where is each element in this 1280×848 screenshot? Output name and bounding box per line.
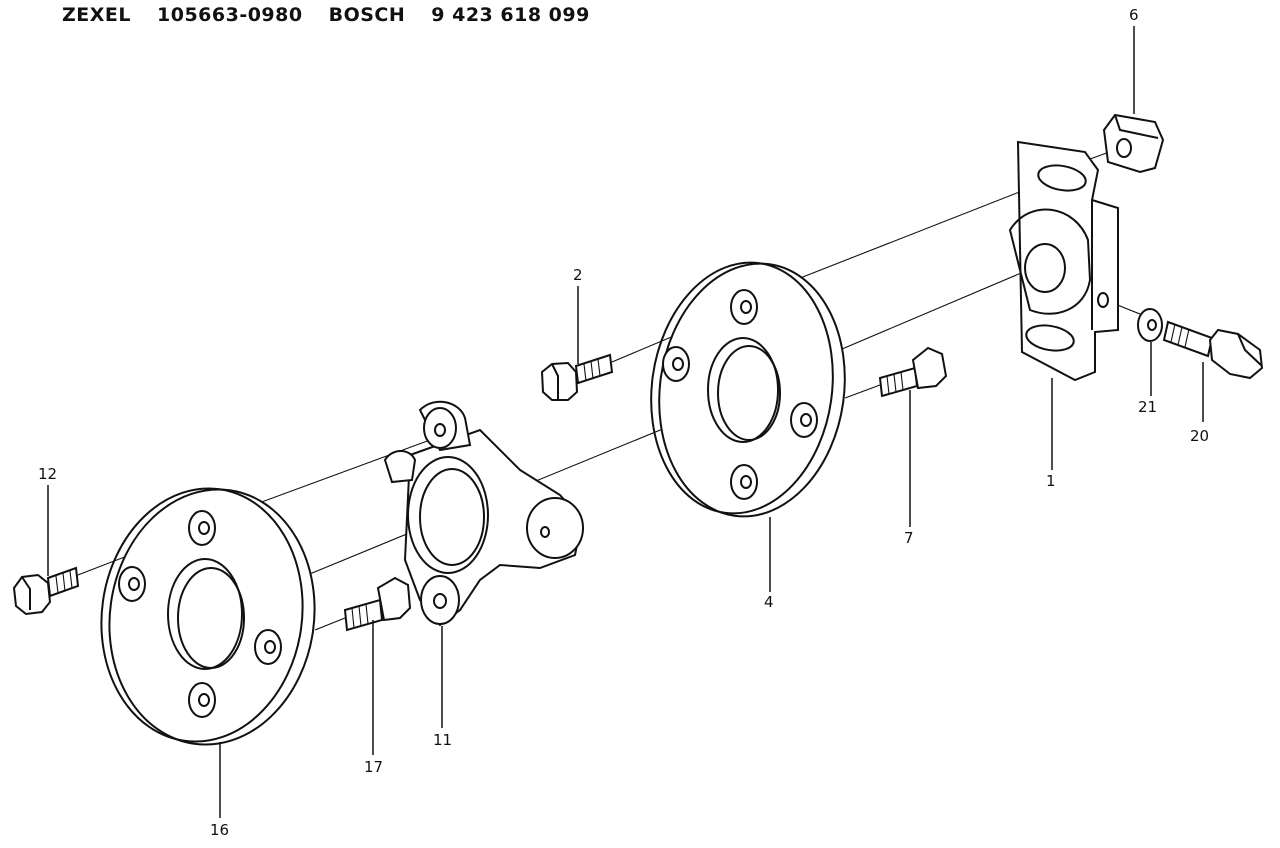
callout-leaders [47, 26, 1204, 818]
header-maker-bosch: BOSCH [328, 4, 406, 26]
drawing-header: ZEXEL 105663-0980 BOSCH 9 423 618 099 [62, 4, 616, 26]
washer-21 [1137, 308, 1163, 342]
bearing-housing-11 [383, 400, 584, 627]
header-part-number-zexel: 105663-0980 [157, 4, 303, 26]
callout-2: 2 [573, 266, 583, 284]
callout-17: 17 [364, 758, 383, 776]
header-part-number-bosch: 9 423 618 099 [431, 4, 590, 26]
bolt-20 [1162, 320, 1264, 380]
callout-20: 20 [1190, 427, 1209, 445]
callout-6: 6 [1129, 6, 1139, 24]
callout-11: 11 [433, 731, 452, 749]
callout-16: 16 [210, 821, 229, 839]
bolt-12 [12, 566, 80, 616]
bolt-17 [343, 576, 412, 632]
callout-4: 4 [764, 593, 774, 611]
callout-1: 1 [1046, 472, 1056, 490]
callout-labels: 12 2 6 4 7 1 21 20 11 17 16 [38, 6, 1209, 839]
bolt-2 [540, 353, 614, 401]
flange-disc-4 [650, 261, 846, 518]
callout-21: 21 [1138, 398, 1157, 416]
header-maker-zexel: ZEXEL [62, 4, 131, 26]
coupling-hub-1 [1008, 140, 1119, 382]
flange-disc-16 [100, 487, 316, 746]
bolt-7 [878, 346, 948, 398]
callout-12: 12 [38, 465, 57, 483]
callout-7: 7 [904, 529, 914, 547]
nut-6 [1102, 113, 1165, 174]
